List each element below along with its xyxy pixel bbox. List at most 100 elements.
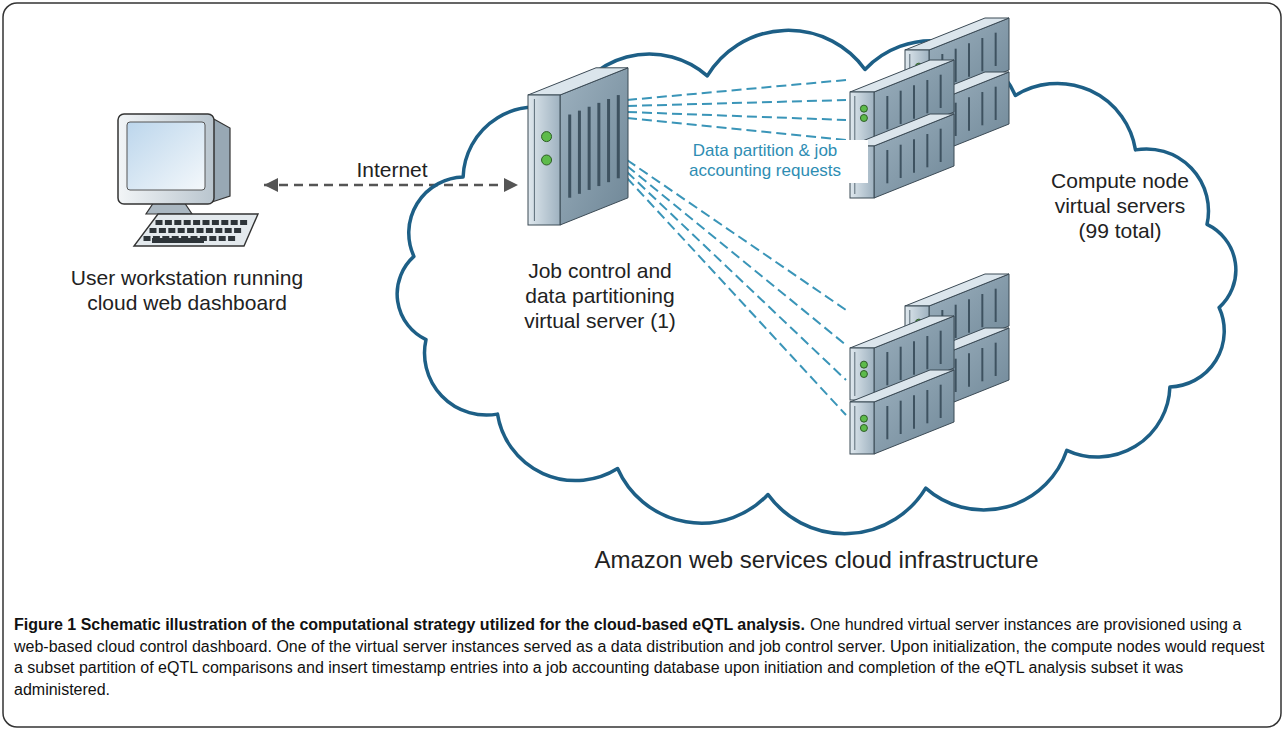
keyboard — [134, 214, 258, 246]
vent-slot — [926, 134, 928, 167]
status-led — [860, 371, 867, 378]
status-led — [542, 132, 552, 142]
vent-slot — [968, 299, 970, 332]
key — [193, 220, 200, 225]
server-node: Job control and data partitioning virtua… — [520, 60, 625, 235]
vent-slot — [995, 343, 997, 376]
vent-slot — [940, 129, 942, 162]
vent-slot — [926, 336, 928, 369]
key — [159, 228, 166, 233]
partition-links — [627, 80, 846, 415]
key — [178, 228, 185, 233]
key — [231, 220, 238, 225]
server-top — [528, 68, 628, 95]
key — [215, 228, 222, 233]
vent-slot — [940, 75, 942, 108]
key — [150, 228, 157, 233]
status-led — [860, 415, 867, 422]
vent-slot — [926, 390, 928, 423]
key — [234, 228, 241, 233]
server-front — [850, 92, 874, 144]
vent-slot — [597, 103, 600, 186]
vent-slot — [913, 139, 915, 172]
vent-slot — [926, 80, 928, 113]
vent-slot — [900, 401, 902, 434]
vent-slot — [968, 97, 970, 130]
edge-label: Data partition & job accounting requests — [662, 140, 868, 183]
key — [174, 220, 181, 225]
key — [240, 220, 247, 225]
caption-heading: Figure 1 Schematic illustration of the c… — [14, 616, 805, 633]
key — [187, 228, 194, 233]
server-front — [528, 95, 560, 225]
space-key — [152, 238, 204, 243]
node-label: User workstation running cloud web dashb… — [52, 265, 322, 315]
vent-slot — [886, 150, 888, 183]
vent-slot — [886, 96, 888, 129]
vent-slot — [995, 87, 997, 120]
vent-slot — [900, 347, 902, 380]
key — [156, 220, 163, 225]
vent-slot — [578, 111, 581, 194]
key — [206, 228, 213, 233]
monitor-screen — [127, 122, 205, 190]
status-led — [860, 115, 867, 122]
cloud-region: Job control and data partitioning virtua… — [365, 22, 1268, 542]
server-front — [850, 402, 874, 454]
workstation-icon — [118, 114, 258, 246]
key — [197, 228, 204, 233]
key — [165, 220, 172, 225]
key — [225, 228, 232, 233]
server-top — [850, 370, 954, 402]
vent-slot — [981, 92, 983, 125]
figure-border — [3, 3, 1281, 727]
internet-link — [264, 184, 518, 187]
status-led — [860, 105, 867, 112]
vent-slot — [995, 289, 997, 322]
workstation-icon — [112, 110, 262, 250]
server-icon — [850, 370, 954, 454]
figure-caption: Figure 1 Schematic illustration of the c… — [14, 614, 1268, 700]
vent-slot — [940, 385, 942, 418]
edge-label: Internet — [353, 156, 430, 183]
vent-slot — [955, 103, 957, 136]
server-icon — [528, 68, 628, 225]
key — [228, 236, 235, 241]
vent-slot — [955, 305, 957, 338]
key — [184, 220, 191, 225]
status-led — [860, 361, 867, 368]
vent-slot — [617, 95, 620, 178]
key — [203, 220, 210, 225]
status-led — [860, 425, 867, 432]
cloud-outline — [397, 30, 1236, 533]
vent-slot — [900, 91, 902, 124]
vent-slot — [913, 395, 915, 428]
monitor-body — [118, 114, 214, 204]
vent-slot — [886, 406, 888, 439]
key — [212, 220, 219, 225]
key — [219, 236, 226, 241]
server-top — [850, 316, 954, 348]
workstation-node: User workstation running cloud web dashb… — [112, 110, 262, 250]
compute-group: Compute node virtual servers (99 total) — [848, 10, 1263, 480]
server-icon — [520, 60, 625, 235]
key — [168, 228, 175, 233]
server-top — [850, 60, 954, 92]
vent-slot — [968, 43, 970, 76]
key — [221, 220, 228, 225]
panel-line — [854, 352, 855, 396]
vent-slot — [955, 49, 957, 82]
server-top — [905, 274, 1009, 306]
vent-slot — [568, 115, 571, 198]
panel-line — [854, 406, 855, 450]
vent-slot — [981, 348, 983, 381]
vent-slot — [588, 107, 591, 190]
cloud-outline — [365, 22, 1268, 542]
vent-slot — [940, 331, 942, 364]
panel-line — [534, 99, 535, 221]
vent-slot — [995, 33, 997, 66]
vent-slot — [900, 145, 902, 178]
vent-slot — [981, 38, 983, 71]
server-top — [905, 18, 1009, 50]
